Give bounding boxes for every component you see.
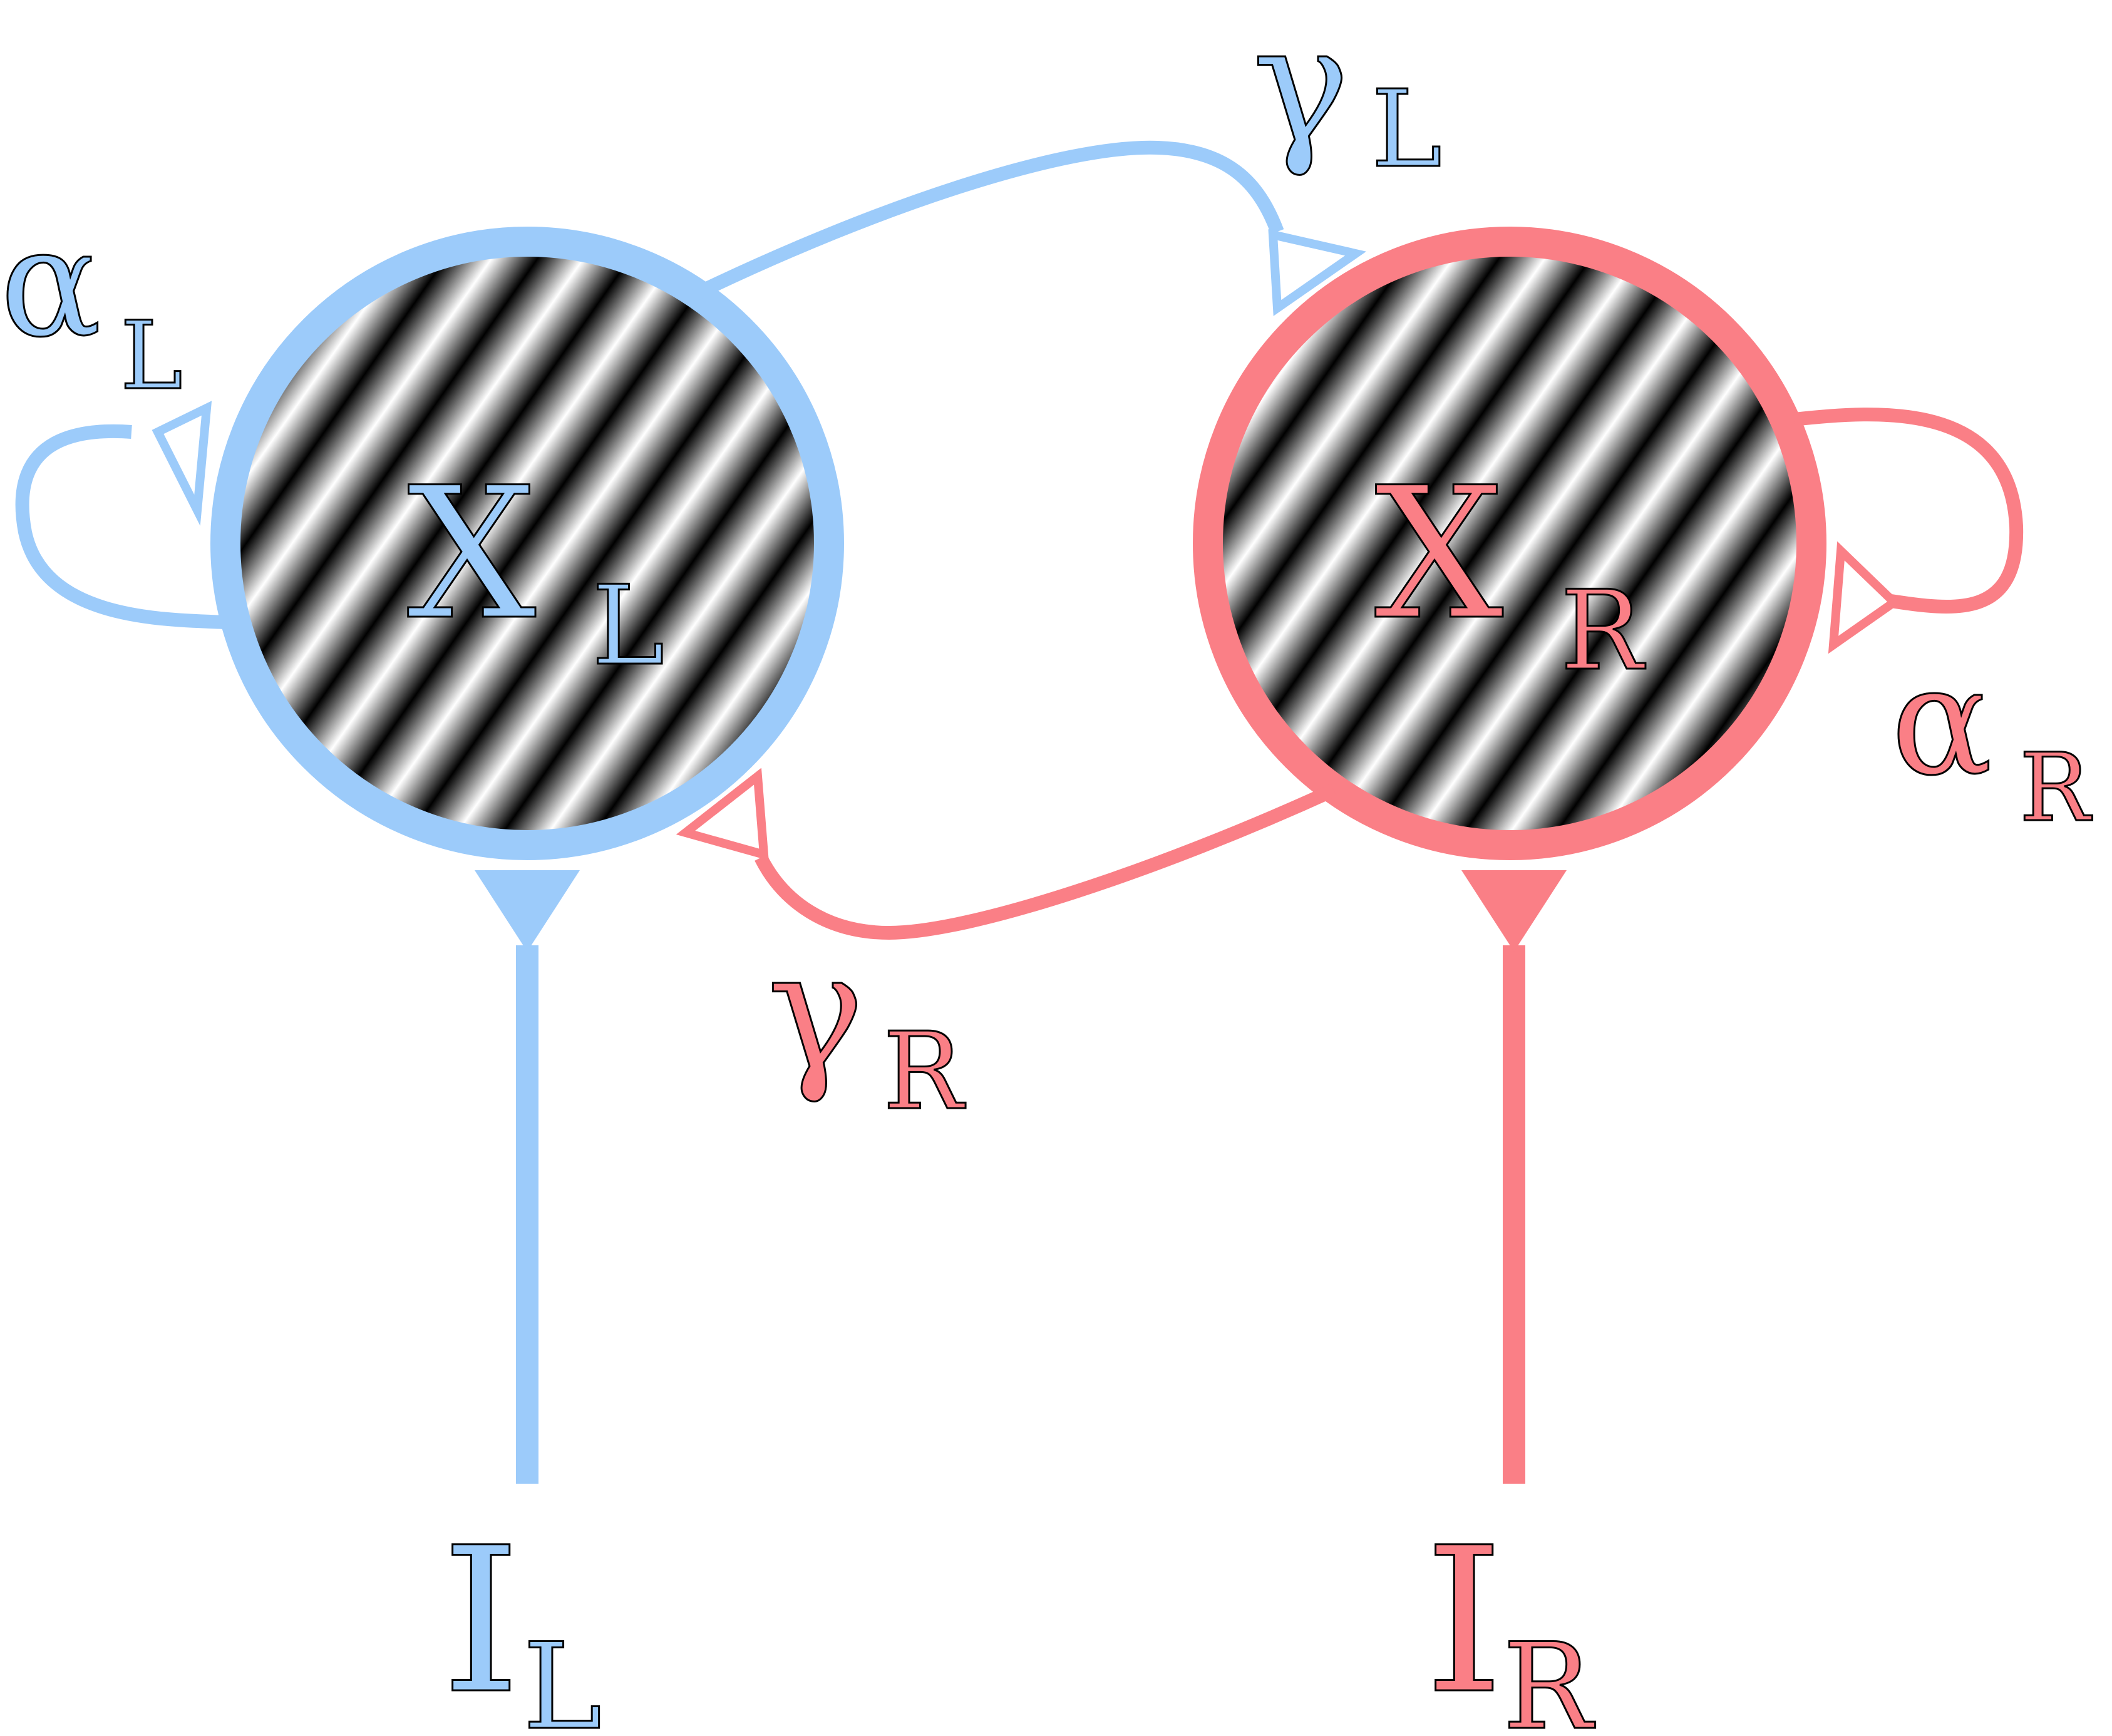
- input-label-left-main: I: [441, 1505, 520, 1736]
- node-label-left-sub: L: [592, 563, 664, 690]
- node-ring-left: [210, 227, 844, 860]
- self-label-right: α R: [1891, 634, 2093, 843]
- self-loop-left: [15, 424, 227, 629]
- node-label-right: X R: [1374, 449, 1646, 695]
- cross-connection-right-to-left-arrowhead: [676, 768, 769, 861]
- unit-right: [1193, 227, 2024, 1484]
- input-arrowhead-left: [475, 870, 580, 952]
- cross-label-right-to-left-main: γ: [767, 917, 864, 1106]
- input-arrowhead-right: [1461, 870, 1567, 952]
- cross-label-left-to-right-main: γ: [1252, 0, 1349, 180]
- cross-label-left-to-right-sub: L: [1371, 68, 1442, 192]
- self-loop-left-arrowhead: [152, 401, 212, 526]
- self-loop-right-arrowhead: [1828, 541, 1901, 654]
- input-label-right-sub: R: [1503, 1618, 1595, 1736]
- input-label-right-main: I: [1424, 1505, 1503, 1736]
- input-label-left: I L: [441, 1505, 602, 1736]
- self-label-right-sub: R: [2019, 734, 2093, 843]
- self-loop-right: [1793, 408, 2024, 614]
- node-ring-right: [1193, 227, 1826, 860]
- cross-label-right-to-left-sub: R: [883, 1010, 966, 1134]
- self-label-left: α L: [0, 195, 183, 411]
- cross-label-right-to-left: γ R: [767, 917, 966, 1134]
- input-label-left-sub: L: [523, 1618, 602, 1736]
- node-label-left-main: X: [407, 449, 537, 660]
- grating-left: [239, 255, 815, 831]
- cross-connection-right-to-left: [755, 783, 1337, 940]
- cross-label-left-to-right: γ L: [1252, 0, 1442, 192]
- cross-connection-left-to-right: [692, 140, 1284, 300]
- self-label-right-main: α: [1891, 634, 1992, 809]
- node-label-left: X L: [407, 449, 664, 690]
- self-label-left-main: α: [0, 195, 101, 371]
- unit-left: [15, 227, 844, 1484]
- cross-connection-left-to-right-arrowhead: [1268, 229, 1367, 316]
- grating-right: [1222, 255, 1798, 831]
- node-label-right-main: X: [1374, 449, 1505, 660]
- node-label-right-sub: R: [1560, 568, 1646, 695]
- input-label-right: I R: [1424, 1505, 1595, 1736]
- self-label-left-sub: L: [120, 302, 183, 411]
